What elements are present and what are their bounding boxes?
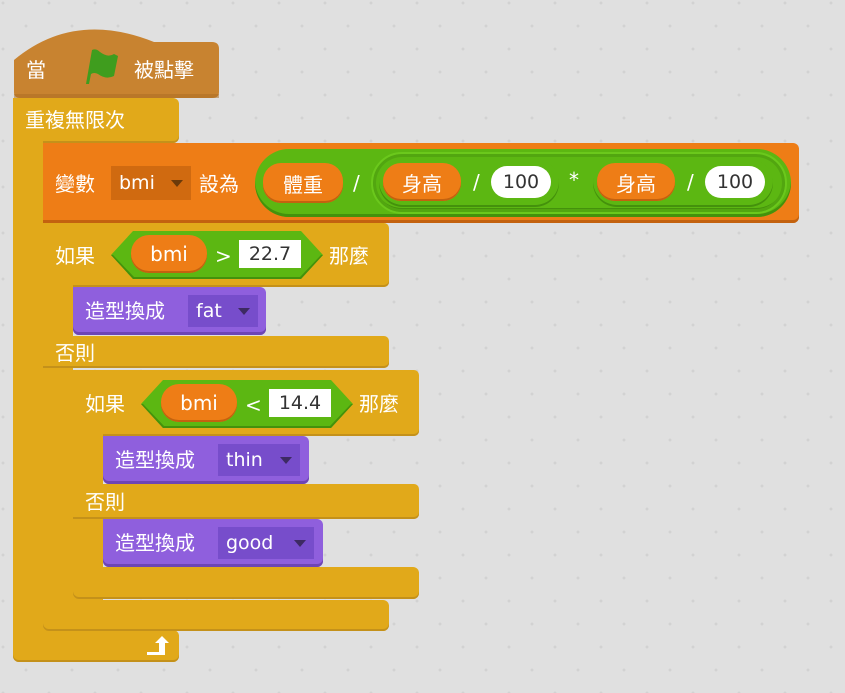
if-outer-bottom (43, 600, 389, 631)
switch-costume-thin-block[interactable]: 造型換成 thin (103, 436, 309, 484)
else-bar-inner (73, 484, 419, 519)
variable-name: bmi (119, 172, 155, 194)
threshold-value-2: 14.4 (278, 392, 322, 414)
set-variable-block[interactable]: 變數 bmi 設為 體重 / 身高 / 100 * (43, 143, 799, 223)
multiply-op: * (569, 168, 579, 192)
divide-op-3: / (687, 170, 694, 194)
divide-op-2: / (473, 170, 480, 194)
switch-costume-label-3: 造型換成 (115, 531, 195, 555)
green-flag-icon (86, 49, 118, 84)
chevron-down-icon (280, 457, 292, 464)
forever-label: 重複無限次 (25, 108, 125, 132)
hat-shape (14, 29, 219, 98)
divide-op: / (353, 171, 360, 195)
then-label-inner: 那麼 (359, 392, 399, 416)
variable-dropdown[interactable]: bmi (111, 166, 191, 200)
costume-dropdown-fat[interactable]: fat (188, 295, 258, 327)
set-label: 變數 (55, 172, 95, 196)
costume-fat: fat (196, 300, 222, 322)
hat-suffix: 被點擊 (134, 58, 194, 82)
when-flag-clicked-block[interactable]: 當 被點擊 (14, 20, 219, 98)
number-input-100-1[interactable]: 100 (491, 166, 551, 198)
height-reporter-2[interactable]: 身高 (597, 163, 675, 201)
chevron-down-icon (238, 308, 250, 315)
num-value-1: 100 (502, 171, 540, 193)
if-inner-bottom (73, 567, 419, 599)
else-label-inner: 否則 (85, 490, 125, 514)
multiply-operator[interactable]: 身高 / 100 * 身高 / 100 (371, 152, 787, 214)
if-else-block-outer[interactable]: 如果 bmi > 22.7 那麼 造型換成 fat 否則 (43, 223, 389, 633)
divide-operator[interactable]: 體重 / 身高 / 100 * 身高 / (255, 149, 791, 217)
costume-good: good (226, 532, 274, 554)
num-value-2: 100 (716, 171, 754, 193)
switch-costume-label-2: 造型換成 (115, 448, 195, 472)
costume-dropdown-good[interactable]: good (218, 527, 314, 559)
if-else-block-inner[interactable]: 如果 bmi < 14.4 那麼 造型換成 thin 否則 造型換成 good (73, 370, 419, 600)
costume-dropdown-thin[interactable]: thin (218, 444, 300, 476)
switch-costume-fat-block[interactable]: 造型換成 fat (73, 287, 266, 335)
costume-thin: thin (226, 449, 263, 471)
else-bar-outer (43, 336, 389, 368)
else-label: 否則 (55, 341, 95, 365)
number-input-100-2[interactable]: 100 (705, 166, 765, 198)
chevron-down-icon (171, 180, 183, 187)
weight-reporter[interactable]: 體重 (263, 163, 343, 203)
height-reporter-1[interactable]: 身高 (383, 163, 461, 201)
threshold-value-1: 22.7 (248, 243, 292, 265)
forever-bottom (13, 630, 179, 662)
to-label: 設為 (199, 172, 239, 196)
weight-label: 體重 (283, 172, 323, 197)
height-label-1: 身高 (402, 171, 442, 196)
height-label-2: 身高 (616, 171, 656, 196)
threshold-input-22-7[interactable]: 22.7 (239, 240, 301, 268)
then-label: 那麼 (329, 244, 369, 268)
lt-op: < (245, 393, 262, 417)
bmi-reporter-1[interactable]: bmi (131, 235, 207, 273)
loop-arrow-icon (147, 636, 169, 655)
bmi-label-2: bmi (180, 391, 218, 415)
height-div-operator-1[interactable]: 身高 / 100 (379, 159, 559, 207)
gt-op: > (215, 244, 232, 268)
forever-block[interactable]: 重複無限次 (13, 98, 179, 662)
if-label-inner: 如果 (85, 392, 125, 416)
forever-top (13, 98, 179, 143)
forever-arm (13, 138, 43, 638)
threshold-input-14-4[interactable]: 14.4 (269, 389, 331, 417)
hat-prefix: 當 (26, 58, 46, 82)
switch-costume-label: 造型換成 (85, 299, 165, 323)
height-div-operator-2[interactable]: 身高 / 100 (593, 159, 773, 207)
bmi-label-1: bmi (150, 242, 188, 266)
switch-costume-good-block[interactable]: 造型換成 good (103, 519, 323, 567)
chevron-down-icon (294, 540, 306, 547)
if-label: 如果 (55, 244, 95, 268)
bmi-reporter-2[interactable]: bmi (161, 384, 237, 422)
